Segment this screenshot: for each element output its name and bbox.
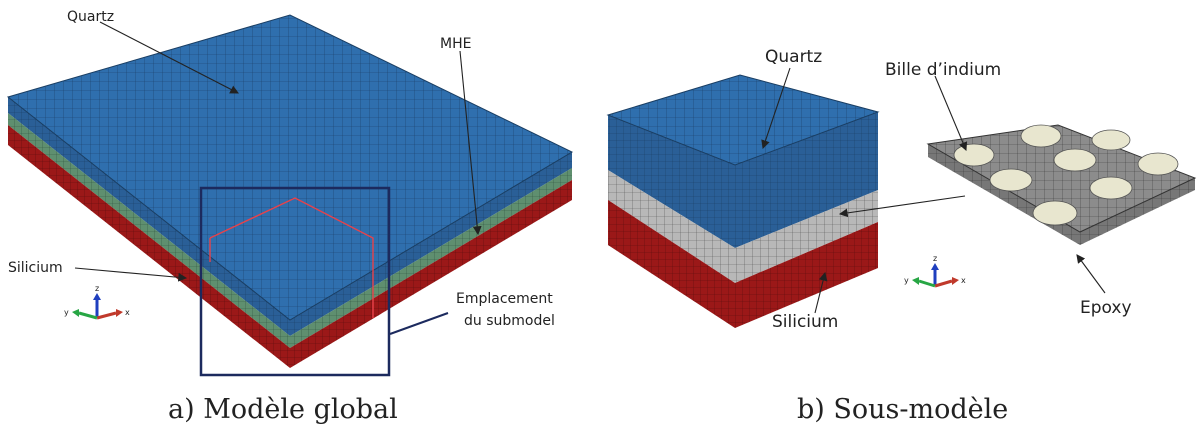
- submodel-highlight-box: [199, 186, 391, 377]
- global-axis-y: y: [64, 308, 69, 317]
- submodel-block: [606, 74, 880, 328]
- global-axis-triad: z x y: [64, 284, 130, 320]
- indium-ball: [1089, 176, 1133, 200]
- submodel-location-label-line2: du submodel: [464, 313, 555, 329]
- caption-global-model: a) Modèle global: [168, 394, 398, 425]
- caption-submodel: b) Sous-modèle: [797, 394, 1008, 425]
- global-mhe-label: MHE: [440, 36, 471, 52]
- indium-ball: [1032, 200, 1078, 226]
- submodel-axis-x: x: [961, 276, 966, 285]
- global-model: [6, 14, 574, 377]
- submodel-quartz-label: Quartz: [765, 47, 822, 67]
- submodel-outline: [209, 197, 374, 318]
- submodel-leader-lines: [761, 67, 1106, 314]
- indium-layer: [926, 124, 1197, 245]
- submodel-axis-z: z: [933, 254, 937, 263]
- submodel-silicium-label: Silicium: [772, 312, 838, 332]
- indium-ball: [989, 168, 1033, 192]
- submodel-axis-y: y: [904, 276, 909, 285]
- indium-ball: [1137, 152, 1179, 176]
- indium-ball: [1053, 148, 1097, 172]
- global-silicium-label: Silicium: [8, 260, 63, 276]
- global-leader-lines: [74, 21, 482, 335]
- submodel-axis-triad: z x y: [904, 254, 966, 288]
- indium-ball: [1091, 129, 1131, 151]
- global-quartz-label: Quartz: [67, 9, 114, 25]
- indium-ball-label: Bille d’indium: [885, 60, 1001, 80]
- indium-ball: [1020, 124, 1062, 148]
- epoxy-label: Epoxy: [1080, 298, 1132, 318]
- global-axis-z: z: [95, 284, 99, 293]
- submodel-location-label-line1: Emplacement: [456, 291, 553, 307]
- global-axis-x: x: [125, 308, 130, 317]
- indium-ball: [953, 143, 995, 167]
